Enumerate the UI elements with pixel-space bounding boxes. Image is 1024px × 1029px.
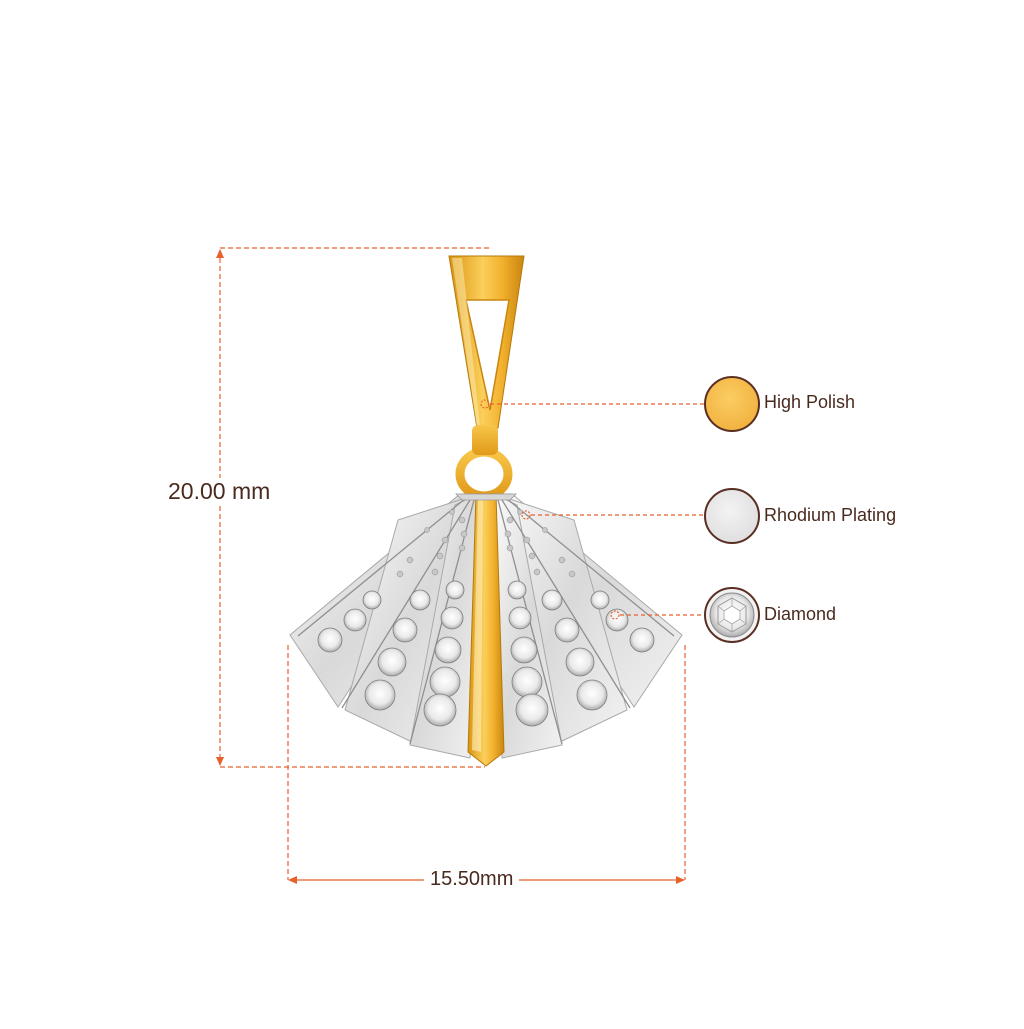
pendant-image [289,255,683,767]
callout-high-polish [480,399,704,409]
width-label: 15.50mm [424,868,520,891]
callout-rhodium [521,510,704,520]
height-label: 20.00 mm [168,478,271,505]
callout-diamond [610,610,704,620]
legend-diamond-label: Diamond [764,604,837,624]
legend-high-polish-label: High Polish [764,392,856,412]
swatch-rhodium-icon [704,488,760,544]
swatch-diamond-icon [704,587,760,643]
diamond-settings [317,580,655,727]
legend-rhodium-label: Rhodium Plating [764,505,897,525]
swatch-high-polish-icon [704,376,760,432]
height-dimension [216,247,490,768]
